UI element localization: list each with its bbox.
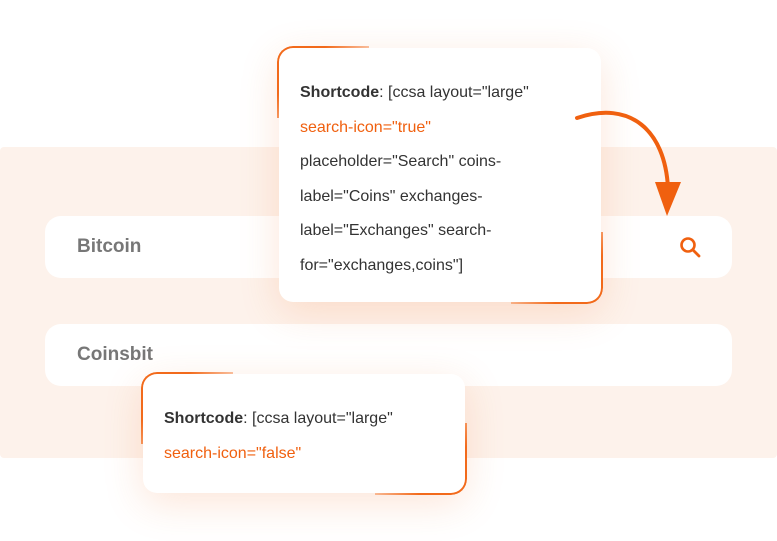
curved-arrow-icon	[575, 110, 681, 216]
shortcode-label: Shortcode	[164, 410, 244, 427]
shortcode-text: placeholder="Search" coins-	[300, 153, 502, 170]
shortcode-highlight: search-icon="false"	[164, 444, 302, 462]
shortcode-label: Shortcode	[300, 84, 380, 101]
shortcode-text: : [ccsa layout="large"	[379, 84, 529, 101]
search-icon[interactable]	[678, 235, 702, 259]
shortcode-highlight: search-icon="true"	[300, 118, 431, 136]
shortcode-card-icon-true: Shortcode: [ccsa layout="large" search-i…	[279, 48, 601, 302]
shortcode-text: label="Exchanges" search-	[300, 222, 492, 239]
shortcode-text: label="Coins" exchanges-	[300, 187, 483, 205]
search-input-value[interactable]: Bitcoin	[77, 236, 142, 257]
shortcode-text: for="exchanges,coins"]	[300, 256, 464, 274]
shortcode-card-icon-false: Shortcode: [ccsa layout="large" search-i…	[143, 374, 465, 493]
search-input-value[interactable]: Coinsbit	[77, 344, 153, 365]
shortcode-text: : [ccsa layout="large"	[243, 410, 393, 427]
